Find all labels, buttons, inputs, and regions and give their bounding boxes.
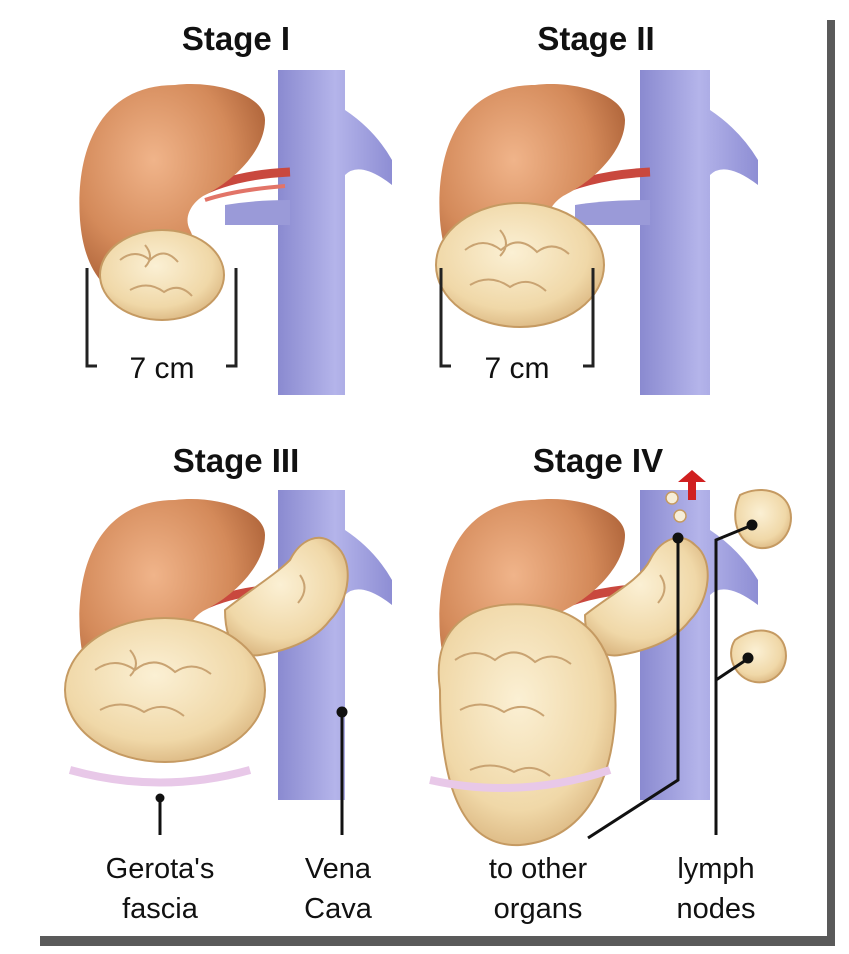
vena-label-line2: Cava <box>304 893 373 925</box>
organs-label-line2: organs <box>494 893 583 925</box>
vena-label-line1: Vena <box>305 853 372 885</box>
stage-2-measure: 7 cm <box>484 352 549 385</box>
stage-2-illustration <box>436 70 758 395</box>
stage-1-title: Stage I <box>182 20 290 57</box>
stage-3-title: Stage III <box>173 442 300 479</box>
stage-4-illustration <box>430 470 791 845</box>
stage-2-title: Stage II <box>537 20 654 57</box>
lymph-label-line1: lymph <box>677 853 754 885</box>
organs-label-line1: to other <box>489 853 588 885</box>
gerota-label-line2: fascia <box>122 893 199 925</box>
lymph-label-line2: nodes <box>676 893 755 925</box>
stage-1-measure: 7 cm <box>129 352 194 385</box>
gerota-label-line1: Gerota's <box>106 853 215 885</box>
stage-4-title: Stage IV <box>533 442 663 479</box>
